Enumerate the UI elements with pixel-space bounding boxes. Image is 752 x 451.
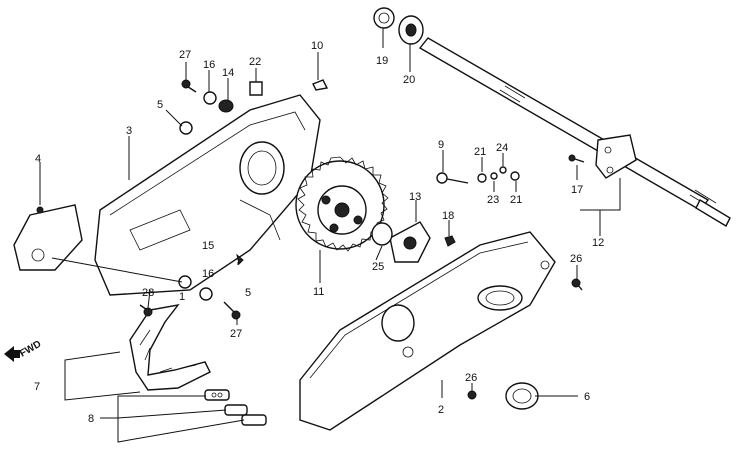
callout-6: 6 <box>584 391 590 403</box>
callout-7: 7 <box>34 381 40 393</box>
callout-22: 22 <box>249 56 261 68</box>
callout-27: 27 <box>230 328 242 340</box>
bracket-4 <box>13 204 83 271</box>
oil-seal-20 <box>398 15 424 45</box>
callout-2: 2 <box>438 404 444 416</box>
callout-16: 16 <box>203 59 215 71</box>
callout-14: 14 <box>222 67 234 79</box>
callout-21: 21 <box>474 146 486 158</box>
callout-labels: 27 16 14 22 10 19 20 5 3 4 9 21 24 23 21… <box>34 40 604 425</box>
fwd-label: FWD <box>18 339 43 360</box>
callout-11: 11 <box>313 286 324 298</box>
callout-17: 17 <box>571 184 583 196</box>
bearing-19 <box>373 7 395 29</box>
callout-9: 9 <box>438 139 444 151</box>
callout-5: 5 <box>157 99 163 111</box>
leader-lines <box>39 28 621 443</box>
o-ring-25 <box>371 222 393 246</box>
callout-13: 13 <box>409 191 421 203</box>
callout-23: 23 <box>487 194 499 206</box>
callout-28: 28 <box>142 287 154 299</box>
callout-16: 16 <box>202 268 214 280</box>
callout-5: 5 <box>245 287 251 299</box>
callout-15: 15 <box>202 240 214 252</box>
callout-10: 10 <box>311 40 323 52</box>
callout-24: 24 <box>496 142 508 154</box>
callout-12: 12 <box>592 237 604 249</box>
forward-direction-arrow: FWD <box>4 339 43 362</box>
callout-8: 8 <box>88 413 94 425</box>
callout-26: 26 <box>570 253 582 265</box>
callout-25: 25 <box>372 261 384 273</box>
axle-shaft <box>418 37 731 227</box>
callout-26: 26 <box>465 372 477 384</box>
callout-20: 20 <box>403 74 415 86</box>
callout-3: 3 <box>126 125 132 137</box>
chain-case-cover <box>299 231 556 431</box>
callout-1: 1 <box>179 291 185 303</box>
hub-13 <box>389 221 431 263</box>
callout-21: 21 <box>510 194 522 206</box>
sprocket-11 <box>295 156 389 252</box>
callout-27: 27 <box>179 49 191 61</box>
fasteners <box>139 79 585 410</box>
callout-4: 4 <box>35 153 41 165</box>
callout-19: 19 <box>376 55 388 67</box>
callout-18: 18 <box>442 210 454 222</box>
chain-case-inner <box>94 94 321 296</box>
chain-joint <box>204 389 267 426</box>
drive-chain <box>129 303 211 391</box>
